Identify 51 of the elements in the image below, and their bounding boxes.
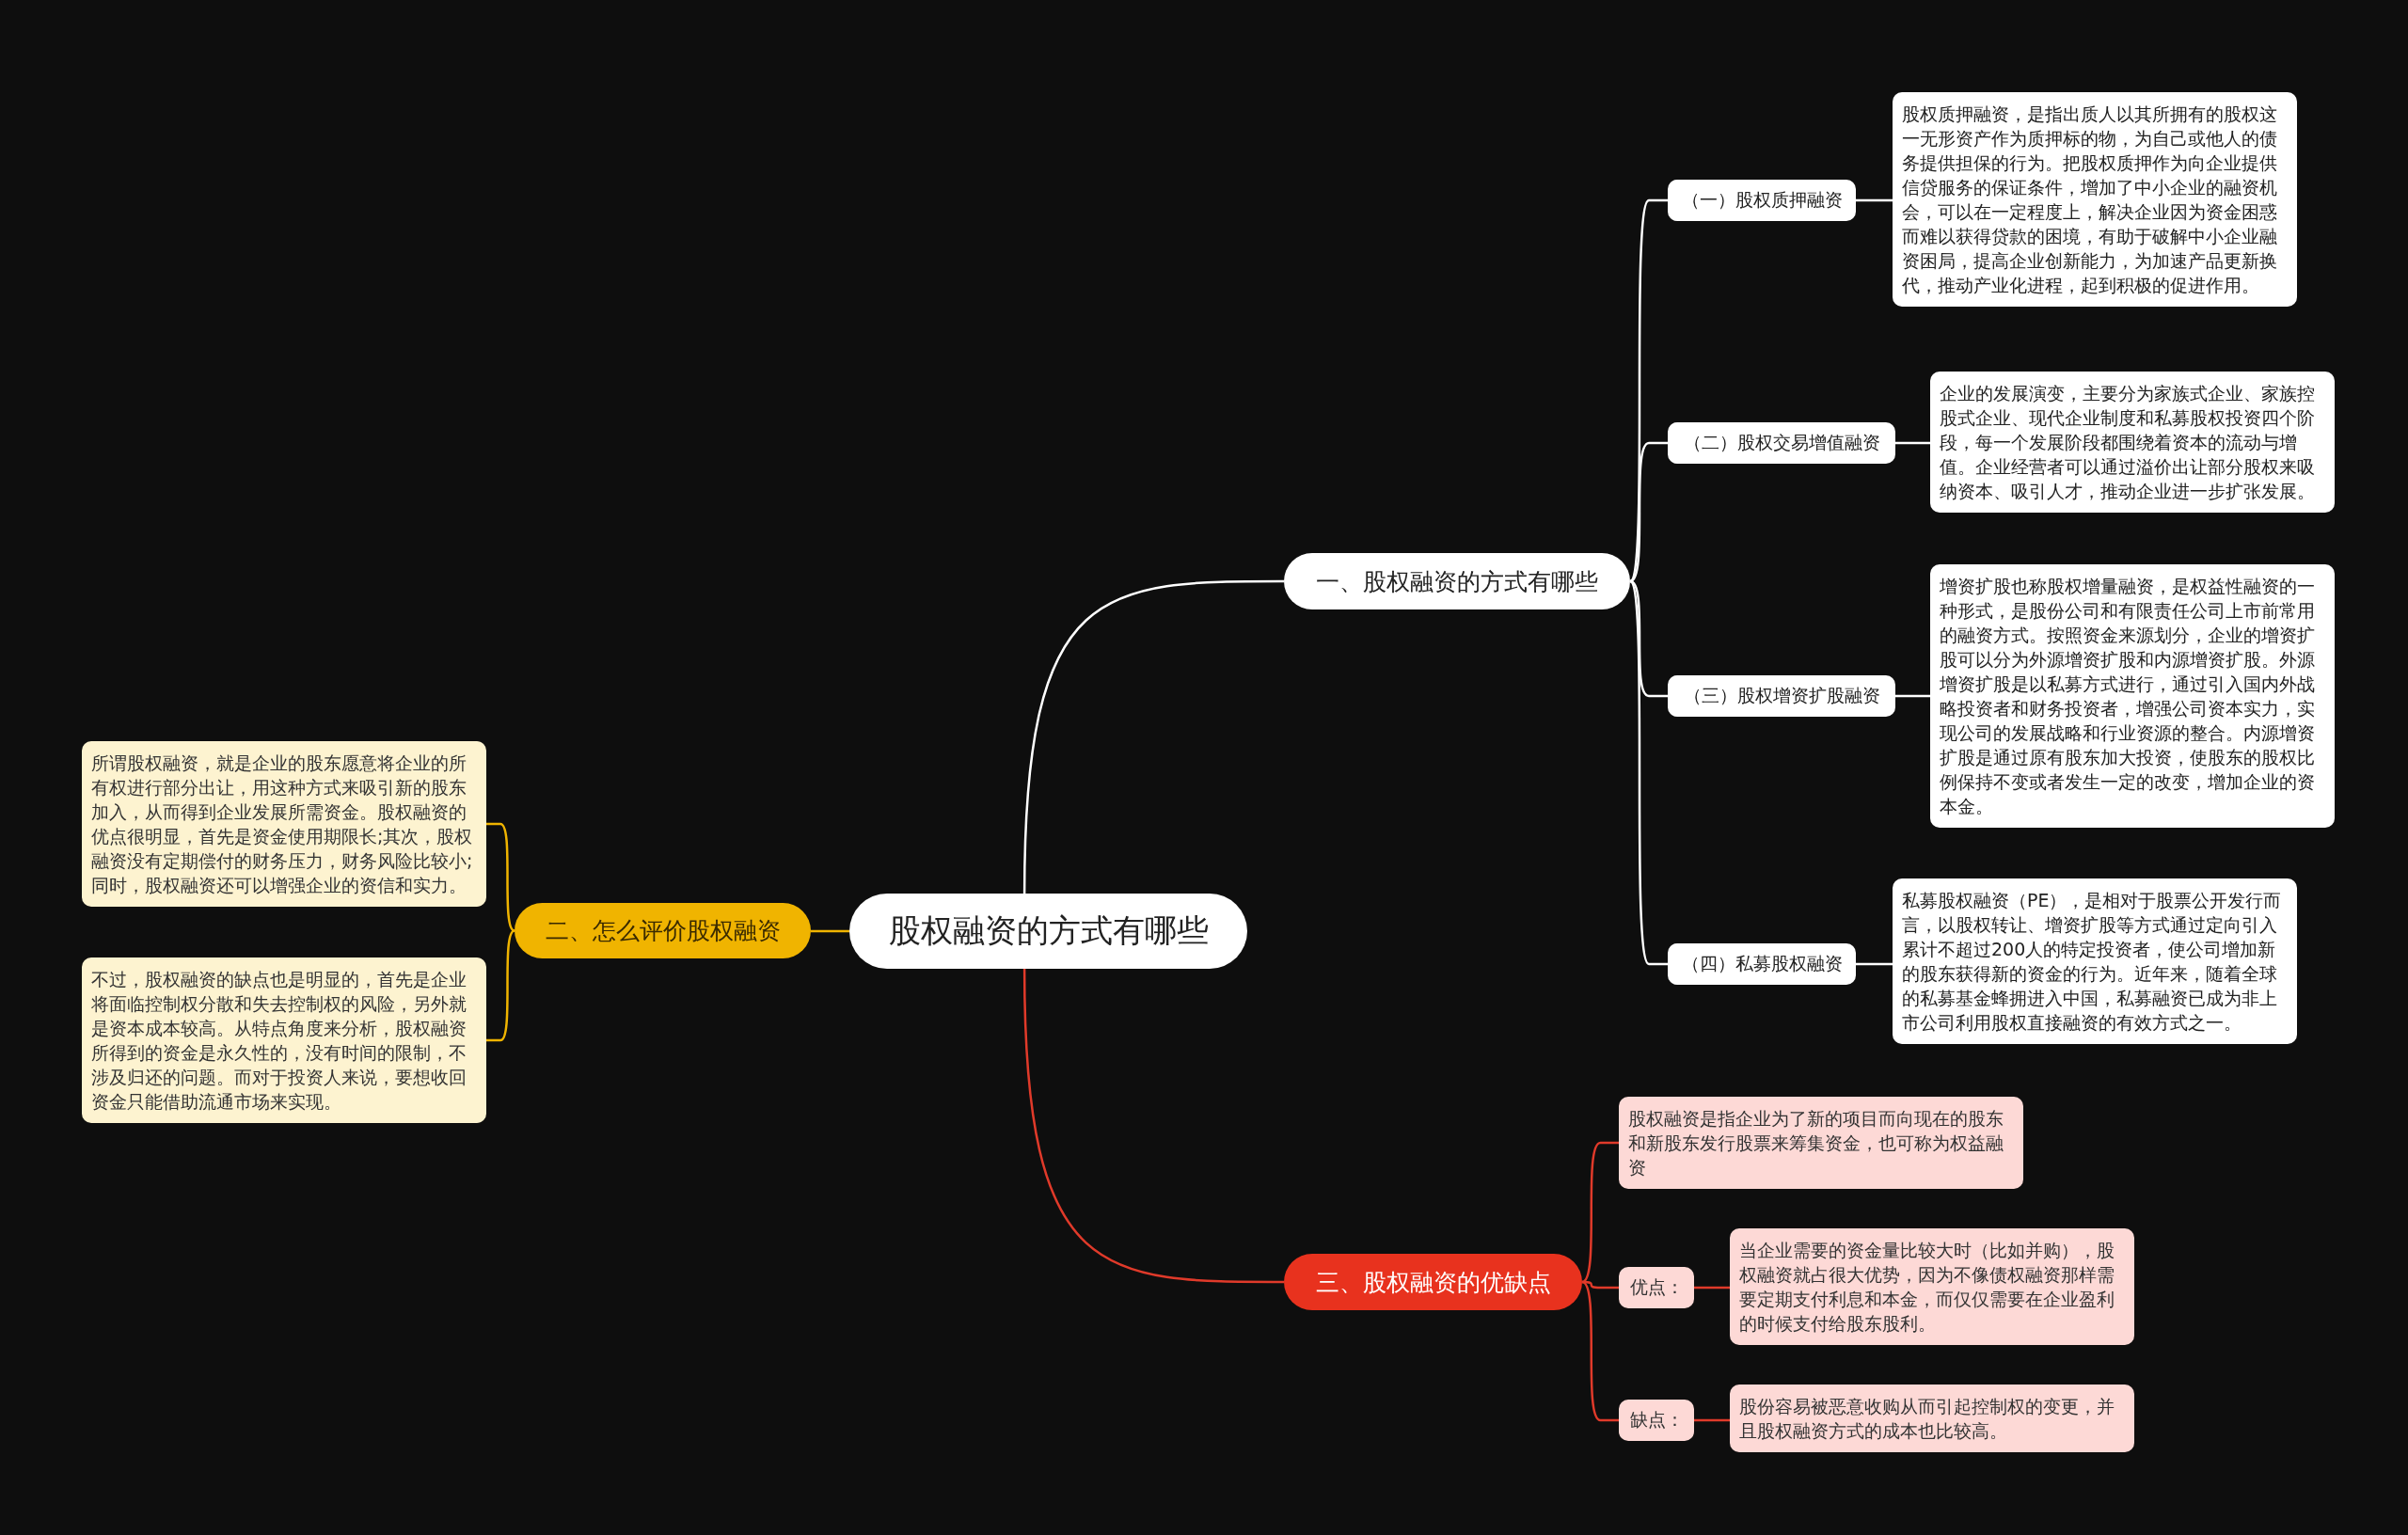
connector-line: [1895, 694, 1930, 698]
subtopic-box: [1668, 180, 1856, 221]
connector-line: [1629, 579, 1668, 698]
node-text: 三、股权融资的优缺点: [1315, 1267, 1551, 1298]
branch-topic: [1284, 553, 1630, 609]
connector-line: [1581, 1280, 1619, 1290]
connector-line: [1022, 579, 1284, 894]
connector-line: [1022, 968, 1284, 1284]
node-text: 一、股权融资的方式有哪些: [1316, 566, 1598, 597]
note-card: [82, 957, 486, 1123]
connector-line: [1856, 198, 1893, 202]
node-text: 股权融资的方式有哪些: [888, 910, 1209, 951]
connector-line: [1628, 580, 1668, 966]
node-text: 优点：: [1629, 1275, 1684, 1299]
subtopic-box: [1668, 422, 1895, 464]
node-text: 缺点：: [1629, 1408, 1684, 1432]
connector-line: [1629, 441, 1668, 583]
node-text: （三）股权增资扩股融资: [1683, 684, 1880, 707]
node-text: （一）股权质押融资: [1681, 188, 1843, 212]
connector-line: [1628, 198, 1668, 582]
node-text: 增资扩股也称股权增量融资，是权益性融资的一种形式，是股份公司和有限责任公司上市前常用的融资方式。按照资金来源划分，企业的增资扩股可以分为外源增资扩股和内源增资扩股。外源增资扩股是以私募方式进行，通过引入国内外战略投资者和财务投资者，增强公司资本实力，实现公司的发展战略和行业资源的整合。内源增资扩股是通过原有股东加大投资，使股东的股权比例保持不变或者发生一定的改变，增加企业的资本金。: [1940, 575, 2316, 818]
node-text: 当企业需要的资金量比较大时（比如并购），股权融资就占很大优势，因为不像债权融资那样需要定期支付利息和本金，而仅仅需要在企业盈利的时候支付给股东股利。: [1739, 1239, 2115, 1336]
subtopic-box: [1668, 675, 1895, 717]
connector-line: [1856, 962, 1893, 966]
subtopic-box: [1619, 1267, 1694, 1308]
note-card: [1730, 1228, 2134, 1345]
connector-line: [811, 929, 849, 933]
note-card: [1619, 1097, 2023, 1189]
note-card: [1930, 372, 2335, 513]
connector-line: [1895, 441, 1930, 445]
connector-line: [1694, 1418, 1730, 1422]
node-text: 私募股权融资（PE），是相对于股票公开发行而言，以股权转让、增资扩股等方式通过定向引入累计不超过200人的特定投资者，使公司增加新的股东获得新的资金的行为。近年来，随着全球的私募基金蜂拥进入中国，私募融资已成为非上市公司利用股权直接融资的有效方式之一。: [1902, 889, 2283, 1035]
node-text: 不过，股权融资的缺点也是明显的，首先是企业将面临控制权分散和失去控制权的风险，另外就是资本成本较高。从特点角度来分析，股权融资所得到的资金是永久性的，没有时间的限制，不涉及归还的问题。而对于投资人来说，要想收回资金只能借助流通市场来实现。: [91, 968, 467, 1114]
subtopic-box: [1668, 943, 1856, 985]
branch-topic: [1284, 1254, 1582, 1310]
note-card: [1893, 878, 2297, 1044]
node-text: 所谓股权融资，就是企业的股东愿意将企业的所有权进行部分出让，用这种方式来吸引新的股东加入，从而得到企业发展所需资金。股权融资的优点很明显，首先是资金使用期限长;其次，股权融资没有定期偿付的财务压力，财务风险比较小;同时，股权融资还可以增强企业的资信和实力。: [91, 752, 474, 897]
subtopic-box: [1619, 1400, 1694, 1441]
note-card: [82, 741, 486, 907]
node-text: （四）私募股权融资: [1681, 952, 1843, 975]
node-text: 股权质押融资，是指出质人以其所拥有的股权这一无形资产作为质押标的物，为自己或他人的债务提供担保的行为。把股权质押作为向企业提供信贷服务的保证条件，增加了中小企业的融资机会，可以在一定程度上，解决企业因为资金困惑而难以获得贷款的困境，有助于破解中小企业融资困局，提高企业创新能力，为加速产品更新换代，推动产业化进程，起到积极的促进作用。: [1902, 103, 2278, 297]
note-card: [1730, 1385, 2134, 1452]
connector-line: [1694, 1286, 1730, 1290]
connector-line: [1581, 1141, 1619, 1284]
node-text: 企业的发展演变，主要分为家族式企业、家族控股式企业、现代企业制度和私募股权投资四个阶段，每一个发展阶段都围绕着资本的流动与增值。企业经营者可以通过溢价出让部分股权来吸纳资本、吸引人才，推动企业进一步扩张发展。: [1940, 382, 2316, 503]
connector-line: [1581, 1280, 1619, 1422]
node-text: 股权融资是指企业为了新的项目而向现在的股东和新股东发行股票来筹集资金，也可称为权益融资: [1628, 1107, 2004, 1179]
node-text: 二、怎么评价股权融资: [545, 916, 781, 946]
node-text: 股份容易被恶意收购从而引起控制权的变更，并且股权融资方式的成本也比较高。: [1739, 1395, 2115, 1443]
note-card: [1893, 92, 2297, 307]
node-text: （二）股权交易增值融资: [1683, 431, 1880, 454]
